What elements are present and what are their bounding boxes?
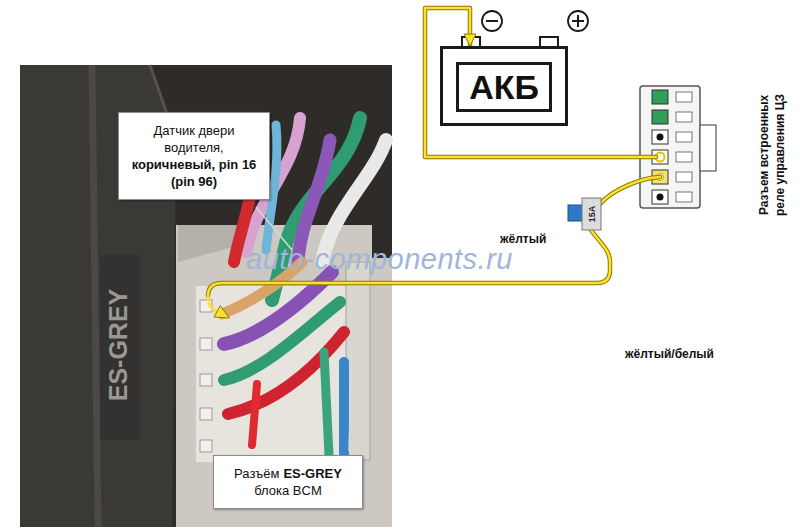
yellow-wire bbox=[208, 177, 660, 296]
relay-connector-drawing bbox=[657, 134, 664, 141]
relay-connector: Разъем встроенных реле управления ЦЗ bbox=[628, 80, 794, 240]
battery-terminals bbox=[462, 11, 588, 47]
relay-connector-drawing bbox=[640, 86, 716, 208]
battery-terminals bbox=[572, 15, 584, 27]
yellow-wire bbox=[208, 157, 660, 318]
callout-text: коричневый, pin 16 (pin 96) bbox=[125, 156, 263, 190]
callout-box: Разъём ES-GREYблока BCM bbox=[213, 455, 363, 509]
callout-text: Датчик двери водителя, bbox=[125, 122, 263, 156]
wire-core bbox=[425, 8, 628, 157]
battery-terminals bbox=[486, 20, 498, 22]
relay-connector-drawing bbox=[652, 110, 668, 124]
relay-connector-drawing bbox=[676, 112, 692, 122]
relay-connector-drawing bbox=[676, 172, 692, 182]
relay-connector-drawing bbox=[652, 90, 668, 104]
battery-label: АКБ bbox=[456, 62, 552, 112]
fuse-rating: 15A bbox=[587, 202, 597, 226]
connector-photo bbox=[339, 362, 349, 456]
connector-photo bbox=[200, 338, 212, 350]
yellow-wire bbox=[208, 296, 217, 312]
connector-name: ES-GREY bbox=[283, 466, 342, 481]
wire-outline bbox=[425, 8, 628, 157]
arrow-head bbox=[464, 34, 476, 46]
watermark: auto-components.ru bbox=[246, 243, 513, 276]
connector-photo bbox=[252, 384, 257, 445]
relay-connector-drawing bbox=[676, 92, 692, 102]
battery-box: АКБ bbox=[440, 46, 568, 126]
relay-connector-drawing bbox=[676, 152, 692, 162]
yellow-wire bbox=[214, 306, 229, 318]
relay-connector-drawing bbox=[676, 132, 692, 142]
connector-photo bbox=[200, 408, 212, 420]
callout-box: Датчик двери водителя,коричневый, pin 16… bbox=[118, 112, 270, 200]
callout-text: блока BCM bbox=[220, 482, 356, 499]
connector-photo bbox=[200, 374, 212, 386]
connector-photo bbox=[346, 262, 370, 460]
wire-color: жёлтый/белый bbox=[625, 347, 714, 362]
battery-terminals bbox=[568, 11, 588, 31]
connector-photo bbox=[196, 286, 346, 462]
relay-connector-drawing bbox=[640, 86, 700, 208]
fuse bbox=[568, 205, 583, 221]
housing-marking: ES-GREY bbox=[104, 260, 132, 430]
relay-connector-drawing bbox=[657, 194, 664, 201]
yellow-wire bbox=[208, 177, 660, 296]
leader-line bbox=[349, 345, 352, 451]
wire-connector bbox=[425, 8, 628, 157]
yellow-wire bbox=[628, 156, 656, 159]
connector-caption: Разъем встроенных реле управления ЦЗ bbox=[756, 85, 788, 225]
relay-connector-drawing bbox=[700, 125, 716, 171]
connector-photo bbox=[324, 352, 329, 456]
connector-photo bbox=[100, 255, 140, 440]
fuse bbox=[568, 198, 601, 230]
relay-connector-drawing bbox=[676, 192, 692, 202]
yellow-wire bbox=[628, 155, 656, 160]
callout-text: Разъём bbox=[234, 466, 279, 481]
relay-connector-drawing bbox=[652, 130, 668, 144]
connector-photo bbox=[92, 65, 98, 527]
relay-connector-drawing bbox=[652, 190, 668, 204]
connector-photo bbox=[200, 440, 212, 452]
fuse bbox=[582, 198, 601, 230]
battery-terminals bbox=[482, 11, 502, 31]
